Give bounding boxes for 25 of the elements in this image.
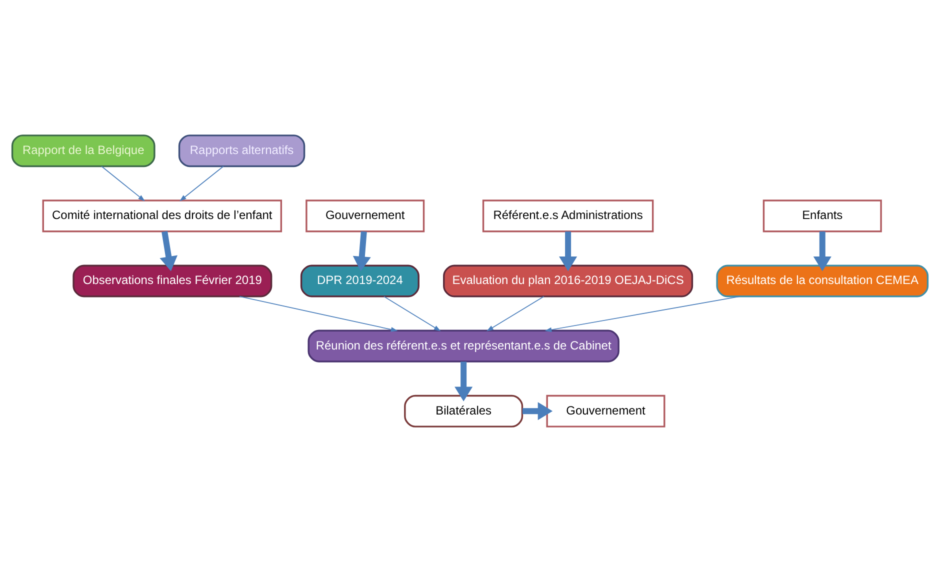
node-box: Gouvernement <box>546 394 666 427</box>
node-box: DPR 2019-2024 <box>300 264 420 297</box>
node-box: Gouvernement <box>306 199 425 232</box>
arrow <box>559 230 578 271</box>
node-box: Comité international des droits de l’enfant <box>42 199 282 232</box>
arrow <box>384 296 441 331</box>
node-box: Observations finales Février 2019 <box>72 264 272 297</box>
arrow <box>544 296 740 332</box>
arrow <box>352 230 371 271</box>
arrow <box>813 230 832 271</box>
node-box: Référent.e.s Administrations <box>482 199 654 232</box>
node-box: Résultats de la consultation CEMEA <box>716 264 929 297</box>
arrow <box>522 402 553 420</box>
node-box: Rapport de la Belgique <box>11 134 156 167</box>
node-box: Evaluation du plan 2016-2019 OEJAJ-DiCS <box>443 264 694 297</box>
node-box: Réunion des référent.e.s et représentant.e.s de Cabinet <box>308 329 620 362</box>
arrow <box>160 230 178 271</box>
arrow <box>486 296 544 331</box>
node-box: Rapports alternatifs <box>178 134 306 167</box>
arrow <box>101 165 145 201</box>
arrow <box>239 296 398 332</box>
node-box: Enfants <box>762 199 882 232</box>
arrow <box>454 361 473 401</box>
node-box: Bilatérales <box>404 394 524 427</box>
arrow <box>180 165 224 201</box>
